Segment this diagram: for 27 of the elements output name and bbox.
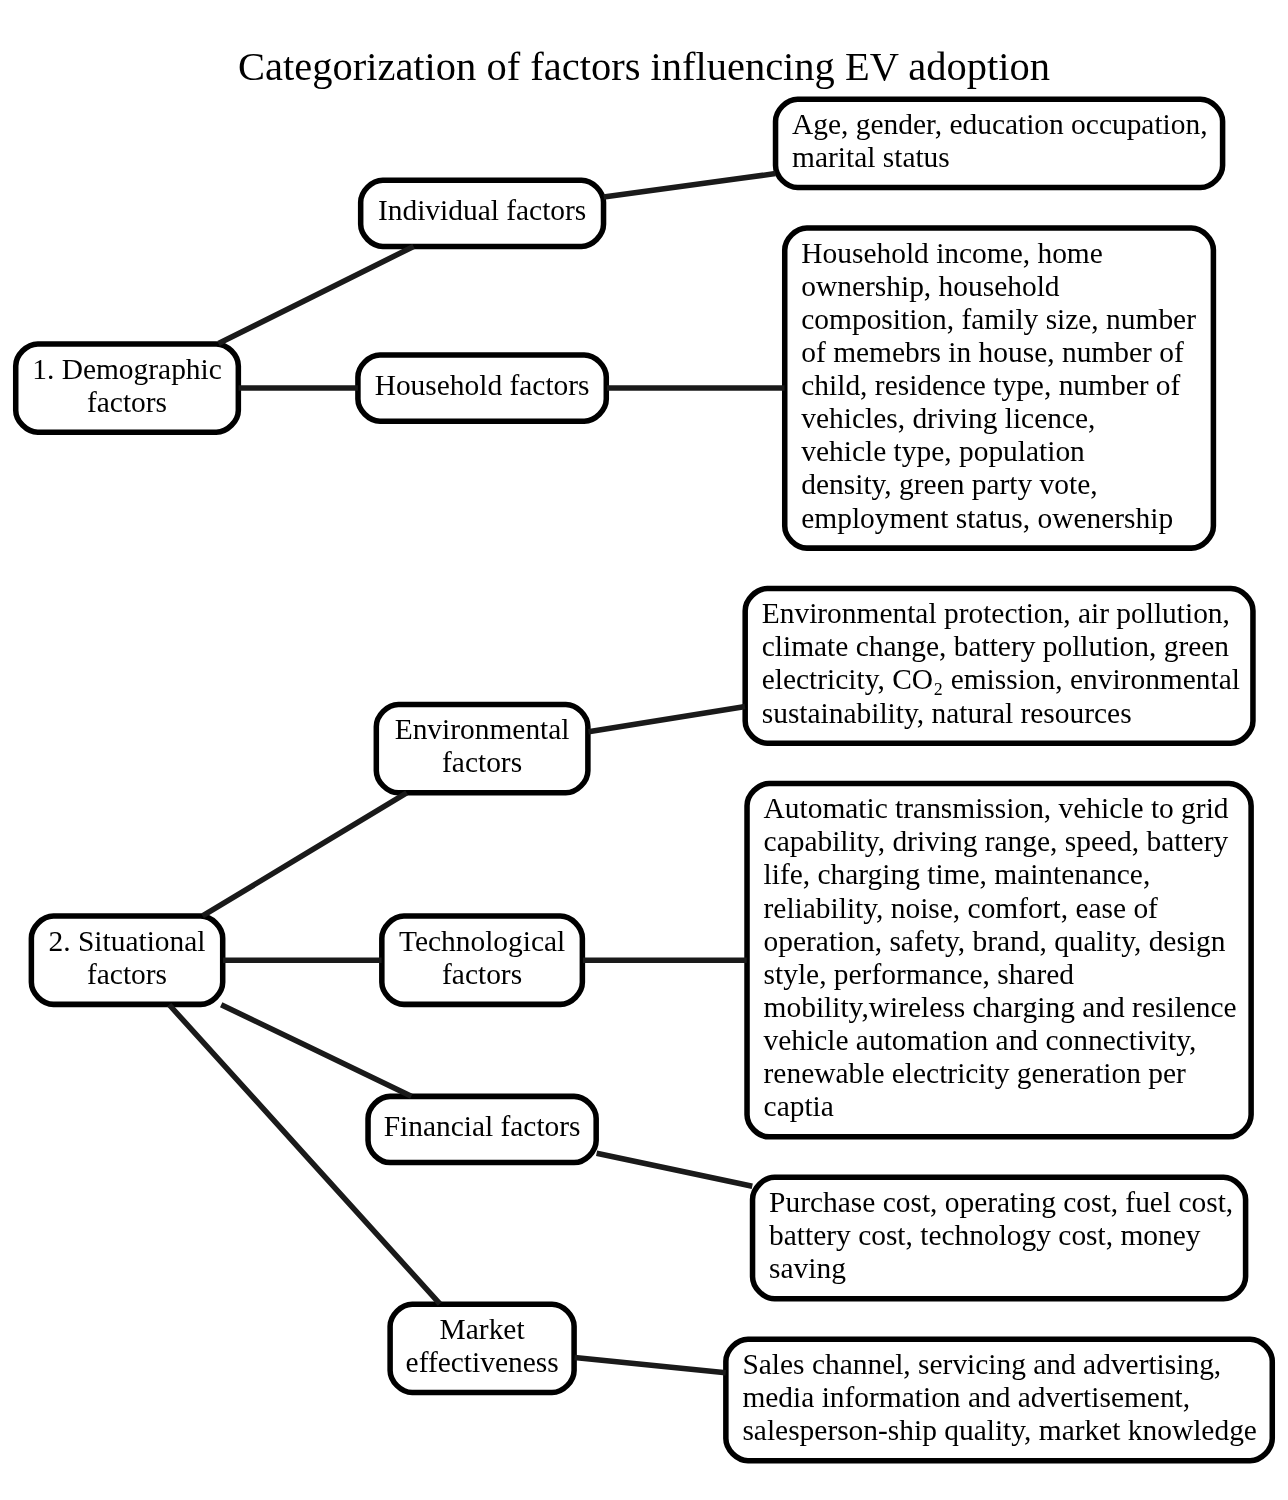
node-box: Automatic transmission, vehicle to grid capability, driving range, speed, battery life, charging time, maintenance, reliability, noise, comfort, ease of operation, safety, brand, quality, design style, performance, shared mobility,wireless charging and resilence vehicle automation and connectivity, renewable electricity generation per captia bbox=[744, 780, 1254, 1140]
connector bbox=[596, 1150, 753, 1189]
node-box: Sales channel, servicing and advertising, media information and advertisement, salesperson-ship quality, market knowledge bbox=[723, 1335, 1276, 1463]
node-box: Market effectiveness bbox=[387, 1301, 577, 1395]
connector bbox=[220, 1001, 413, 1099]
connector bbox=[582, 956, 747, 963]
node-box: Technological factors bbox=[379, 912, 586, 1007]
node-box: Household factors bbox=[355, 351, 610, 424]
connector bbox=[217, 243, 415, 346]
node-box: Financial factors bbox=[365, 1093, 599, 1165]
connector bbox=[574, 1354, 727, 1375]
connector bbox=[201, 790, 409, 918]
connector bbox=[167, 1002, 442, 1306]
node-box: Environmental factors bbox=[373, 701, 591, 796]
connector bbox=[238, 384, 358, 391]
node-box: Individual factors bbox=[357, 176, 607, 249]
connector bbox=[588, 703, 746, 735]
connector bbox=[603, 170, 776, 200]
node-box: Environmental protection, air pollution, climate change, battery pollution, green electricity, CO₂ emission, environmental sustainability, natural resources bbox=[742, 585, 1256, 746]
node-box: 2. Situational factors bbox=[28, 912, 226, 1007]
node-box: Purchase cost, operating cost, fuel cost, battery cost, technology cost, money saving bbox=[749, 1174, 1249, 1301]
connector bbox=[606, 384, 785, 391]
diagram-title: Categorization of factors influencing EV adoption bbox=[238, 43, 1050, 89]
node-box: 1. Demographic factors bbox=[12, 340, 242, 435]
node-box: Household income, home ownership, household composition, family size, number of memebrs in house, number of child, residence type, number of vehicles, driving licence, vehicle type, population density, green party vote, employment status, owenership bbox=[782, 224, 1217, 551]
node-box: Age, gender, education occupation, marital status bbox=[772, 95, 1226, 190]
connector bbox=[223, 956, 382, 963]
